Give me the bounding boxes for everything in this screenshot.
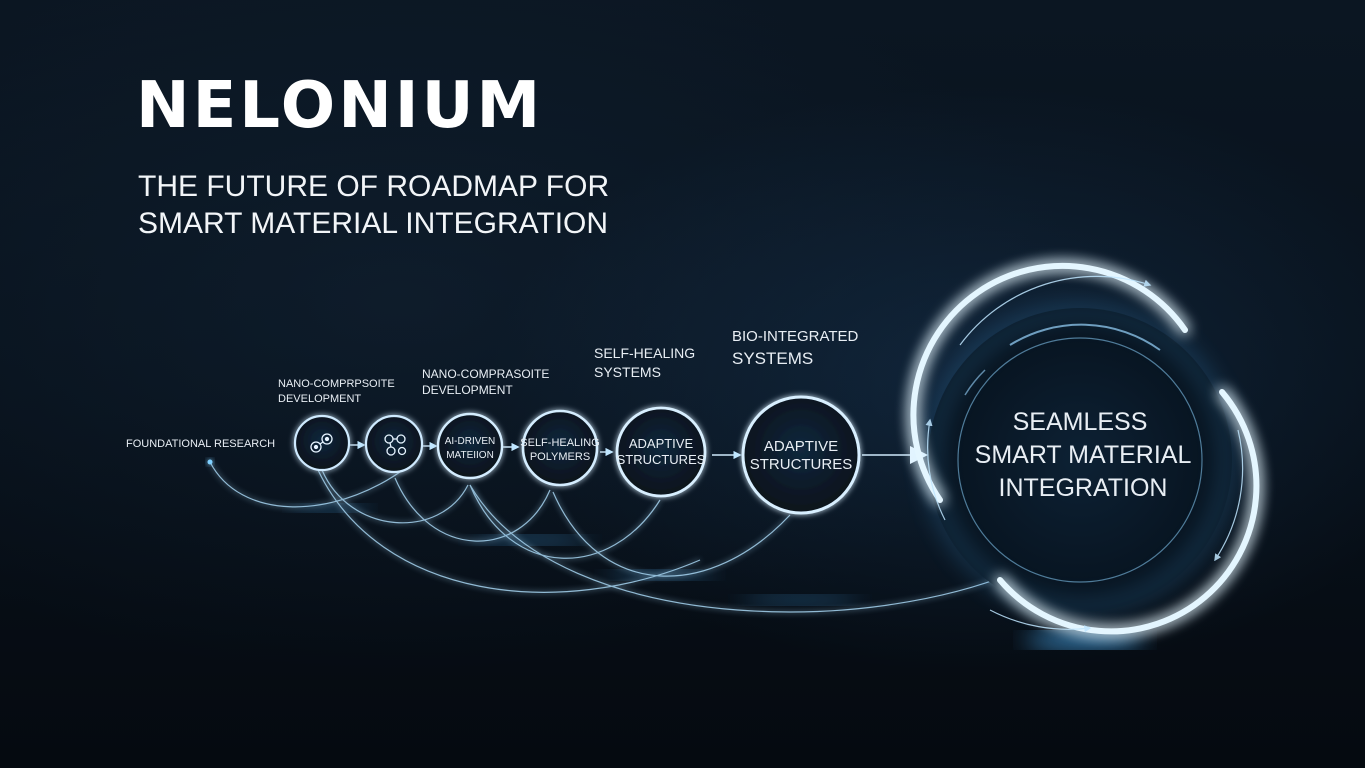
start-label: FOUNDATIONAL RESEARCH [126,438,275,450]
stage-6-line1: ADAPTIVE [764,438,838,455]
molecule-icon [310,433,333,453]
goal-orbit-bottom [989,609,1092,633]
stage-node-2 [364,414,424,474]
stage-node-5: ADAPTIVE STRUCTURES [615,406,707,498]
subtitle-line-1: THE FUTURE OF ROADMAP FOR [138,170,610,203]
stage-5-line2: STRUCTURES [617,452,706,467]
goal-node: SEAMLESS SMART MATERIAL INTEGRATION [910,262,1260,635]
stage-3-line1: AI-DRIVEN [445,436,496,447]
stage-node-3: AI-DRIVEN MATEIION [436,412,504,480]
top-label-1-line2: DEVELOPMENT [278,393,361,405]
top-label-3-line1: SELF-HEALING [594,345,695,361]
top-label-2-line1: NANO-COMPRASOITE [422,367,549,381]
stage-node-1 [293,414,351,472]
goal-line3: INTEGRATION [999,474,1168,502]
top-label-4-line2: SYSTEMS [732,349,813,368]
stage-node-4: SELF-HEALING POLYMERS [520,409,600,487]
goal-line2: SMART MATERIAL [975,441,1192,469]
top-label-2-line2: DEVELOPMENT [422,383,513,397]
stage-3-line2: MATEIION [446,450,494,461]
top-label-1-line1: NANO-COMPRPSOITE [278,378,395,390]
start-dot [207,459,213,465]
goal-orbit-left [925,418,946,521]
stage-4-line2: POLYMERS [530,451,590,463]
stage-6-line2: STRUCTURES [750,456,853,473]
goal-ring-lower [997,389,1260,635]
network-nodes-icon [384,434,407,456]
page-subtitle: THE FUTURE OF ROADMAP FOR SMART MATERIAL… [138,168,609,242]
stage-5-line1: ADAPTIVE [629,436,694,451]
connector-arcs [209,461,1052,613]
top-label-3-line2: SYSTEMS [594,364,661,380]
brand-title: NELONIUM [136,69,544,143]
goal-line1: SEAMLESS [1013,408,1148,436]
stage-4-line1: SELF-HEALING [520,437,599,449]
stage-node-6: ADAPTIVE STRUCTURES [741,395,861,515]
top-labels: NANO-COMPRPSOITE DEVELOPMENT NANO-COMPRA… [278,328,859,405]
subtitle-line-2: SMART MATERIAL INTEGRATION [138,207,609,240]
goal-orbit-right [1214,429,1244,562]
top-label-4-line1: BIO-INTEGRATED [732,328,859,345]
goal-orbit-top [959,275,1152,346]
goal-ring-upper [910,262,1188,503]
